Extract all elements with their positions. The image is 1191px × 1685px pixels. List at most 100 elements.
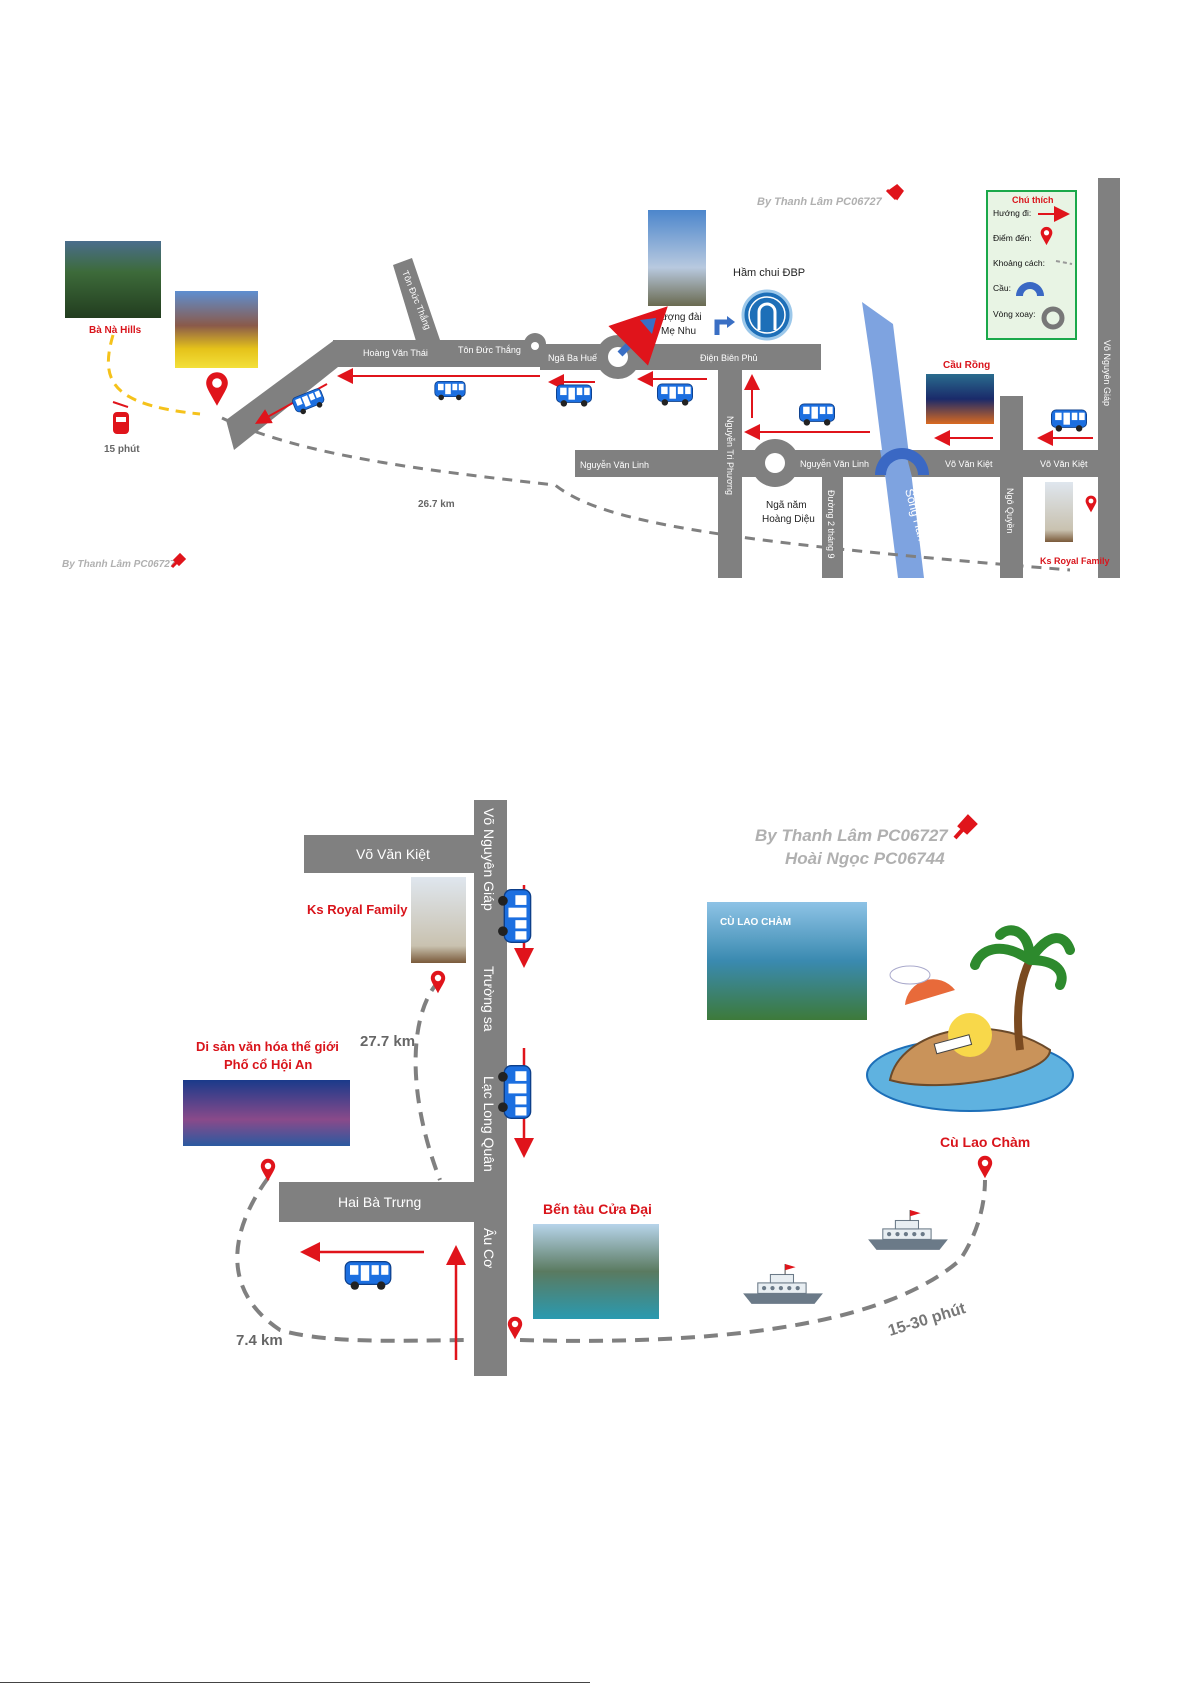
map-2: Võ Văn Kiệt Hai Bà Trưng Võ Nguyên Giáp … (183, 800, 1075, 1376)
roads (226, 178, 1120, 578)
watermark: By Thanh Lâm PC06727 (755, 826, 949, 845)
distance-label: 27.7 km (360, 1033, 415, 1050)
cu-lao-cham-photo (707, 902, 867, 1020)
place-label-hoi-an-line2: Phố cổ Hội An (224, 1057, 312, 1072)
distance-label: 7.4 km (236, 1332, 283, 1349)
dragon-bridge-photo (926, 374, 994, 424)
bus-icon (344, 1260, 392, 1291)
hotel-photo (1045, 482, 1073, 542)
legend-roundabout: Vòng xoay: (993, 309, 1036, 319)
bus-icon (1050, 409, 1088, 433)
road-hoang-van-thai (333, 340, 543, 367)
hoi-an-photo (183, 1080, 350, 1146)
turn-arrow-icon (608, 306, 668, 366)
boat-icon (867, 1210, 949, 1251)
place-label-hotel: Ks Royal Family (1040, 556, 1110, 566)
legend-bridge: Cầu: (993, 283, 1011, 293)
pushpin-icon (170, 552, 187, 569)
place-label-ba-na-hills: Bà Nà Hills (89, 325, 142, 336)
legend-direction: Hướng đi: (993, 208, 1031, 218)
cable-car-icon (112, 401, 129, 434)
place-label-ben-tau: Bến tàu Cửa Đại (543, 1201, 652, 1217)
road-label: Hoàng Văn Thái (363, 348, 428, 358)
watermark: By Thanh Lâm PC06727 (757, 196, 883, 208)
place-label-hotel: Ks Royal Family (307, 902, 408, 917)
road-label: Trường sa (481, 966, 497, 1032)
island-illustration (866, 925, 1075, 1112)
song-han-river (862, 302, 924, 578)
road-vo-nguyen-giap (474, 800, 507, 1376)
port-photo (533, 1224, 659, 1319)
driving-route (221, 416, 1071, 572)
road-hai-ba-trung (279, 1182, 474, 1222)
legend: Chú thích Hướng đi: Điểm đến: Khoảng các… (986, 190, 1077, 340)
statue-label-line1: Tượng đài (655, 312, 702, 323)
boat-icon (742, 1264, 824, 1305)
destination-pin-icon (977, 1155, 993, 1179)
place-label-cu-lao-cham: Cù Lao Chàm (940, 1134, 1030, 1150)
driving-route (235, 1176, 473, 1343)
road-label: Võ Văn Kiệt (945, 459, 993, 469)
legend-destination: Điểm đến: (993, 233, 1032, 243)
road-label: Lạc Long Quân (481, 1076, 497, 1172)
road-label: Ngô Quyền (1005, 488, 1015, 534)
tunnel-icon (741, 289, 793, 341)
place-label-dragon-bridge: Cầu Rồng (943, 359, 990, 371)
road-vo-nguyen-giap (1098, 178, 1120, 578)
boat-route (519, 1179, 987, 1343)
driving-route (413, 978, 442, 1181)
bus-icon (656, 383, 694, 407)
road-vo-van-kiet (304, 835, 474, 873)
road-label: Ngã Ba Huế (548, 353, 597, 363)
statue-photo (648, 210, 706, 306)
cable-car-route (106, 334, 201, 416)
road-nguyen-van-linh (575, 450, 1115, 477)
destination-pin-icon (260, 1158, 276, 1182)
road-label: Tôn Đức Thắng (458, 345, 521, 355)
cable-time-label: 15 phút (104, 444, 140, 455)
road-duong-2-thang-9 (822, 477, 843, 578)
roundabout-label-line2: Hoàng Diệu (762, 514, 815, 525)
roundabout-label-line1: Ngã năm (766, 500, 807, 511)
ba-na-hills-photo (65, 241, 161, 318)
road-label: Điện Biên Phủ (700, 353, 758, 363)
road-label: Nguyễn Văn Linh (580, 460, 649, 470)
destination-pin-icon (1085, 495, 1097, 513)
road-ba-na-suoi-mo (226, 341, 338, 450)
boat-time-label: 15-30 phút (886, 1300, 968, 1340)
road-label: Võ Văn Kiệt (1040, 459, 1088, 469)
pushpin-icon (885, 184, 904, 201)
hotel-photo (411, 877, 466, 963)
watermark: By Thanh Lâm PC06727 (62, 559, 176, 570)
road-label: Âu Cơ (481, 1228, 497, 1268)
road-label: Võ Nguyên Giáp (481, 808, 497, 911)
bridge-icon (1016, 282, 1044, 296)
roundabout-icon (1041, 306, 1065, 330)
place-label-hoi-an-line1: Di sản văn hóa thế giới (196, 1039, 339, 1054)
bus-icon (434, 380, 466, 401)
road-dien-bien-phu (540, 344, 821, 370)
road-label: Đường 2 tháng 9 (826, 490, 836, 558)
destination-pin-icon (206, 372, 228, 406)
road-label: Nguyễn Văn Linh (800, 459, 869, 469)
road-label: Võ Văn Kiệt (356, 846, 430, 862)
road-label: Nguyễn Tri Phương (725, 416, 735, 495)
legend-distance: Khoảng cách: (993, 258, 1045, 268)
watermark: Hoài Ngọc PC06744 (785, 849, 945, 868)
bridge-icon (875, 448, 929, 475)
bus-icon (555, 384, 593, 408)
map-1: Bà Nà - Suối Mơ Hoàng Văn Thái Tôn Đức T… (62, 178, 1120, 578)
sun-world-photo (175, 291, 258, 368)
divider (0, 1682, 590, 1683)
tunnel-label: Hầm chui ĐBP (733, 267, 805, 279)
road-label: Hai Bà Trưng (338, 1194, 421, 1210)
road-label: Võ Nguyên Giáp (1102, 340, 1112, 406)
photo-caption: CÙ LAO CHÀM (720, 915, 791, 928)
road-ngo-quyen (1000, 396, 1023, 578)
legend-title: Chú thích (1012, 195, 1054, 205)
statue-label-line2: Mẹ Nhu (661, 326, 696, 337)
bus-icon (798, 403, 836, 427)
pushpin-icon (953, 814, 978, 840)
destination-pin-icon (507, 1316, 523, 1340)
